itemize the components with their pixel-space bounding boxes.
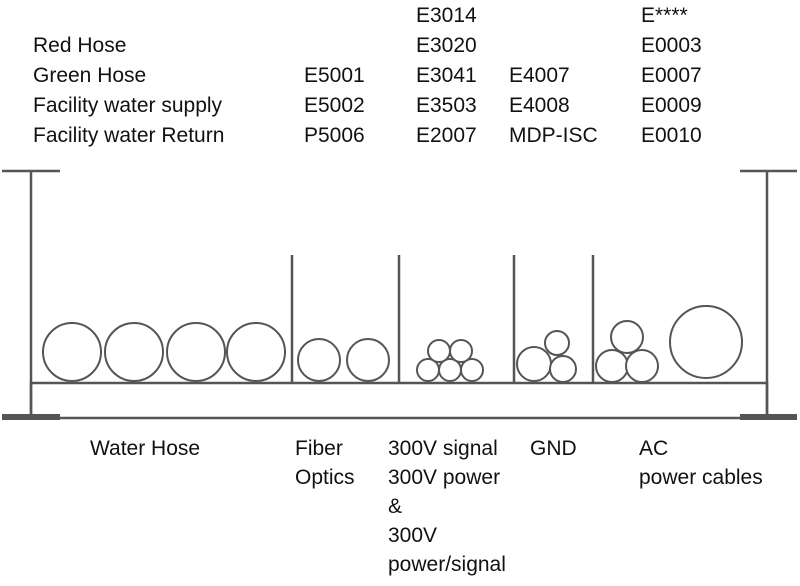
- code-300v-5: E2007: [416, 124, 477, 147]
- label-water-hose-line-1: Water Hose: [90, 437, 201, 460]
- code-gnd-3: MDP-ISC: [509, 124, 598, 147]
- code-300v-4: E3503: [416, 94, 477, 117]
- codes-300v-column: E3014 E3020 E3041 E3503 E2007: [416, 1, 477, 151]
- ac-cable-1: [595, 349, 629, 383]
- label-gnd: GND: [530, 434, 577, 463]
- gnd-cable-2: [549, 355, 577, 383]
- ac-cable-large: [669, 305, 743, 379]
- code-gnd-2: E4008: [509, 94, 570, 117]
- code-gnd-1: E4007: [509, 64, 570, 87]
- gnd-cable-1: [516, 346, 552, 382]
- code-fiber-2: E5002: [304, 94, 365, 117]
- legend-green-hose: Green Hose: [33, 64, 147, 87]
- label-water-hose: Water Hose: [90, 434, 200, 463]
- label-ac-line-1: AC: [639, 437, 669, 460]
- ac-cable-3: [610, 320, 644, 354]
- label-300v-line-3: &: [388, 495, 403, 518]
- water-hose-circle-4: [226, 322, 286, 382]
- code-300v-3: E3041: [416, 64, 477, 87]
- codes-fiber-column: E5001 E5002 P5006: [304, 61, 365, 151]
- signal-300v-cable-3: [460, 358, 484, 382]
- water-hose-circle-2: [104, 322, 164, 382]
- gnd-cable-3: [544, 330, 570, 356]
- tray-right-foot: [740, 414, 797, 420]
- label-300v-line-2: 300V power: [388, 466, 501, 489]
- signal-300v-cable-4: [427, 339, 451, 363]
- code-ac-2: E0003: [641, 34, 702, 57]
- label-300v-line-5: power/signal: [388, 553, 506, 576]
- code-ac-4: E0009: [641, 94, 702, 117]
- codes-ac-column: E**** E0003 E0007 E0009 E0010: [641, 1, 702, 151]
- label-fiber-optics-line-2: Optics: [295, 466, 355, 489]
- fiber-optic-circle-2: [346, 338, 390, 382]
- code-300v-2: E3020: [416, 34, 477, 57]
- code-ac-1: E****: [641, 4, 688, 27]
- codes-gnd-column: E4007 E4008 MDP-ISC: [509, 61, 598, 151]
- legend-facility-water-return: Facility water Return: [33, 124, 225, 147]
- code-300v-1: E3014: [416, 4, 477, 27]
- water-hose-circle-3: [166, 322, 226, 382]
- legend-facility-water-supply: Facility water supply: [33, 94, 223, 117]
- label-300v-line-4: 300V: [388, 524, 438, 547]
- label-ac-line-2: power cables: [639, 466, 763, 489]
- water-hose-circle-1: [42, 322, 102, 382]
- label-300v-line-1: 300V signal: [388, 437, 498, 460]
- label-ac-power-cables: AC power cables: [639, 434, 763, 492]
- fiber-optic-circle-1: [297, 338, 341, 382]
- code-fiber-3: P5006: [304, 124, 365, 147]
- code-ac-3: E0007: [641, 64, 702, 87]
- ac-cable-2: [625, 349, 659, 383]
- signal-300v-cable-5: [449, 339, 473, 363]
- label-fiber-optics: Fiber Optics: [295, 434, 355, 492]
- code-ac-5: E0010: [641, 124, 702, 147]
- label-fiber-optics-line-1: Fiber: [295, 437, 343, 460]
- legend-red-hose: Red Hose: [33, 34, 127, 57]
- code-fiber-1: E5001: [304, 64, 365, 87]
- label-gnd-line-1: GND: [530, 437, 577, 460]
- tray-base: [29, 381, 769, 420]
- tray-left-foot: [2, 414, 60, 420]
- label-300v: 300V signal 300V power & 300V power/sign…: [388, 434, 506, 579]
